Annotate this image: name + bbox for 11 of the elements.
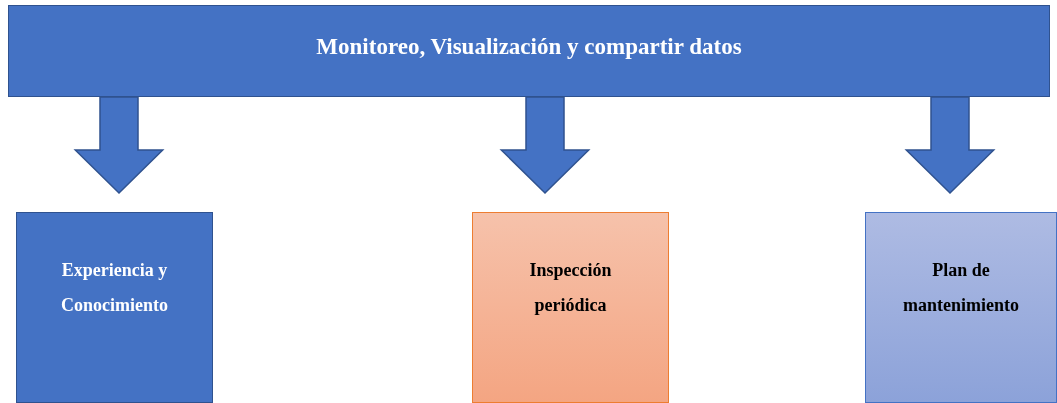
process-box: [472, 212, 669, 403]
banner-title: Monitoreo, Visualización y compartir datos: [316, 33, 742, 61]
box-label: Inspección periódica: [528, 259, 613, 317]
block-arrow: [499, 96, 591, 195]
block-arrow: [73, 96, 165, 195]
block-arrow: [904, 96, 996, 195]
box-label: Plan de mantenimiento: [902, 259, 1020, 317]
box-label: Experiencia y Conocimiento: [60, 259, 169, 317]
process-box: [16, 212, 213, 403]
process-box: [865, 212, 1057, 403]
banner-box: [8, 5, 1050, 97]
